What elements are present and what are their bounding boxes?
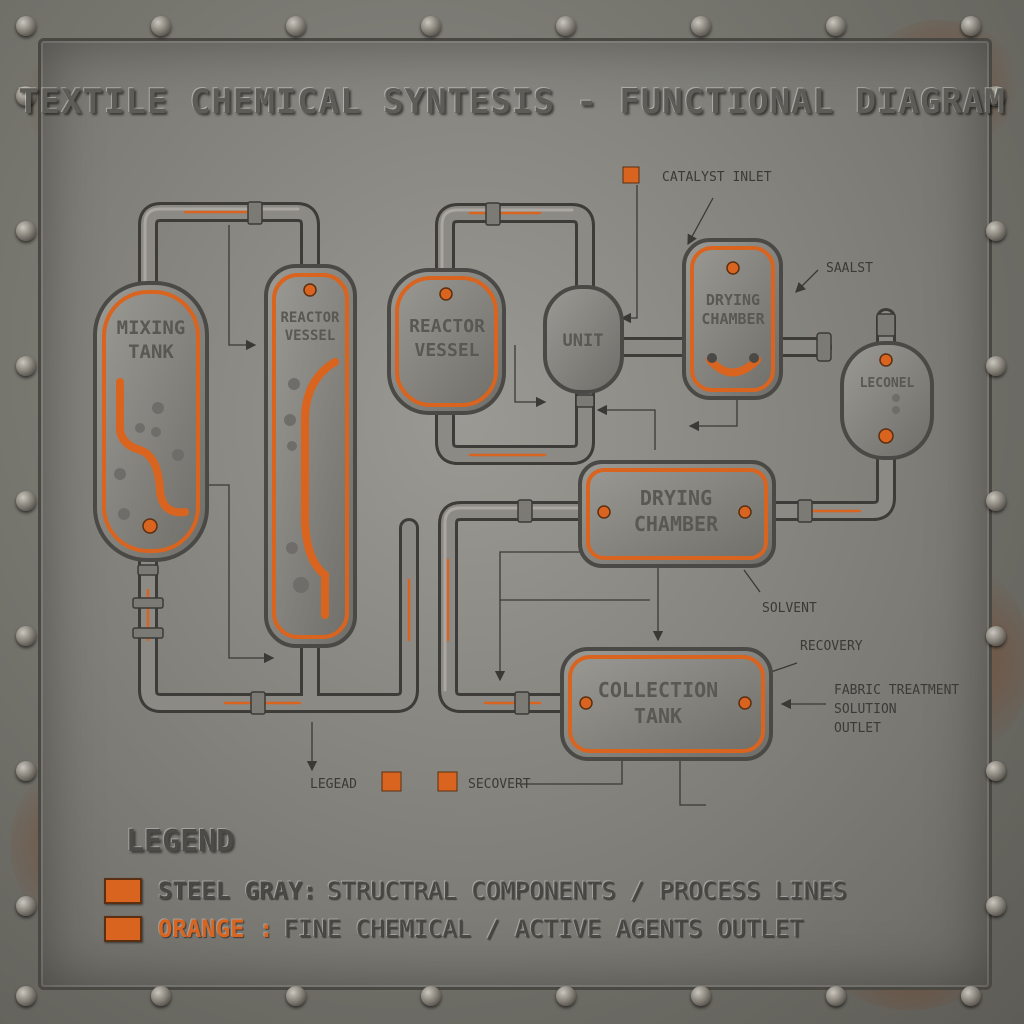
rivet [151,16,171,36]
rivet [16,896,36,916]
saalst-label: SAALST [826,261,873,276]
rivet [826,986,846,1006]
legend-swatch-orange [104,916,142,942]
drying-chamber-small-label-1: DRYING [706,291,760,309]
rivet [986,896,1006,916]
leconel[interactable]: LECONEL [840,341,934,460]
rivet [986,86,1006,106]
drying-chamber-label-1: DRYING [640,486,712,510]
legend-swatch-steel [104,878,142,904]
fabric-outlet-label: OUTLET [834,721,881,736]
rivet [16,986,36,1006]
page-title: TEXTILE CHEMICAL SYNTESIS - FUNCTIONAL D… [18,82,1006,122]
rivet [986,626,1006,646]
reactor-vessel-tall-label-2: VESSEL [285,328,336,344]
rivet [421,986,441,1006]
reactor-vessel-tall-label-1: REACTOR [280,310,340,326]
rivet [986,221,1006,241]
legend-item-steel: STEEL GRAY: STRUCTRAL COMPONENTS / PROCE… [104,876,847,906]
drying-chamber[interactable]: DRYING CHAMBER [578,460,776,568]
reactor-vessel[interactable]: REACTOR VESSEL [387,268,506,415]
mixing-tank[interactable]: MIXING TANK [93,281,209,562]
legend-item-orange: ORANGE : FINE CHEMICAL / ACTIVE AGENTS O… [104,914,804,944]
rivet [286,16,306,36]
mixing-tank-label-2: TANK [128,341,174,363]
reactor-vessel-label-1: REACTOR [409,316,485,337]
rivet [421,16,441,36]
rivet [986,491,1006,511]
collection-tank[interactable]: COLLECTION TANK [560,647,773,761]
rivet [556,16,576,36]
recovery-label: RECOVERY [800,639,863,654]
mixing-tank-label-1: MIXING [117,317,186,339]
rivet [961,16,981,36]
legend-text-orange: FINE CHEMICAL / ACTIVE AGENTS OUTLET [283,915,804,943]
rivet [16,86,36,106]
rivet [16,491,36,511]
legend-small-swatch [381,771,402,792]
secovert-swatch [437,771,458,792]
rivet [16,356,36,376]
drying-chamber-small[interactable]: DRYING CHAMBER [682,238,783,400]
reactor-vessel-tall[interactable]: REACTOR VESSEL [264,264,357,648]
legend-key-orange: ORANGE : [158,915,274,943]
rivet [16,626,36,646]
rivet [556,986,576,1006]
drying-chamber-small-label-2: CHAMBER [701,310,765,328]
reactor-vessel-label-2: VESSEL [414,340,479,361]
legend-text-steel: STRUCTRAL COMPONENTS / PROCESS LINES [326,877,848,905]
legend-small-label: LEGEAD [310,777,357,792]
drying-chamber-label-2: CHAMBER [634,512,719,536]
secovert-label: SECOVERT [468,777,531,792]
rivet [691,986,711,1006]
rivet [16,221,36,241]
rivet [151,986,171,1006]
rivet [826,16,846,36]
solvent-label: SOLVENT [762,601,817,616]
rivet [16,16,36,36]
rivet [286,986,306,1006]
fabric-solution-label: SOLUTION [834,702,897,717]
rivet [961,986,981,1006]
unit-label: UNIT [563,331,604,351]
unit[interactable]: UNIT [543,285,624,394]
catalyst-inlet-label: CATALYST INLET [662,170,772,185]
rivet [986,761,1006,781]
collection-tank-label-2: TANK [634,704,682,728]
rivet [16,761,36,781]
leconel-label: LECONEL [860,376,915,391]
pipe-network [132,201,896,715]
fabric-treatment-label: FABRIC TREATMENT [834,683,959,698]
legend-title: LEGEND [126,824,235,859]
legend-key-steel: STEEL GRAY: [158,877,317,905]
catalyst-swatch [622,166,640,184]
rivet [691,16,711,36]
rivet [986,356,1006,376]
collection-tank-label-1: COLLECTION [598,678,718,702]
